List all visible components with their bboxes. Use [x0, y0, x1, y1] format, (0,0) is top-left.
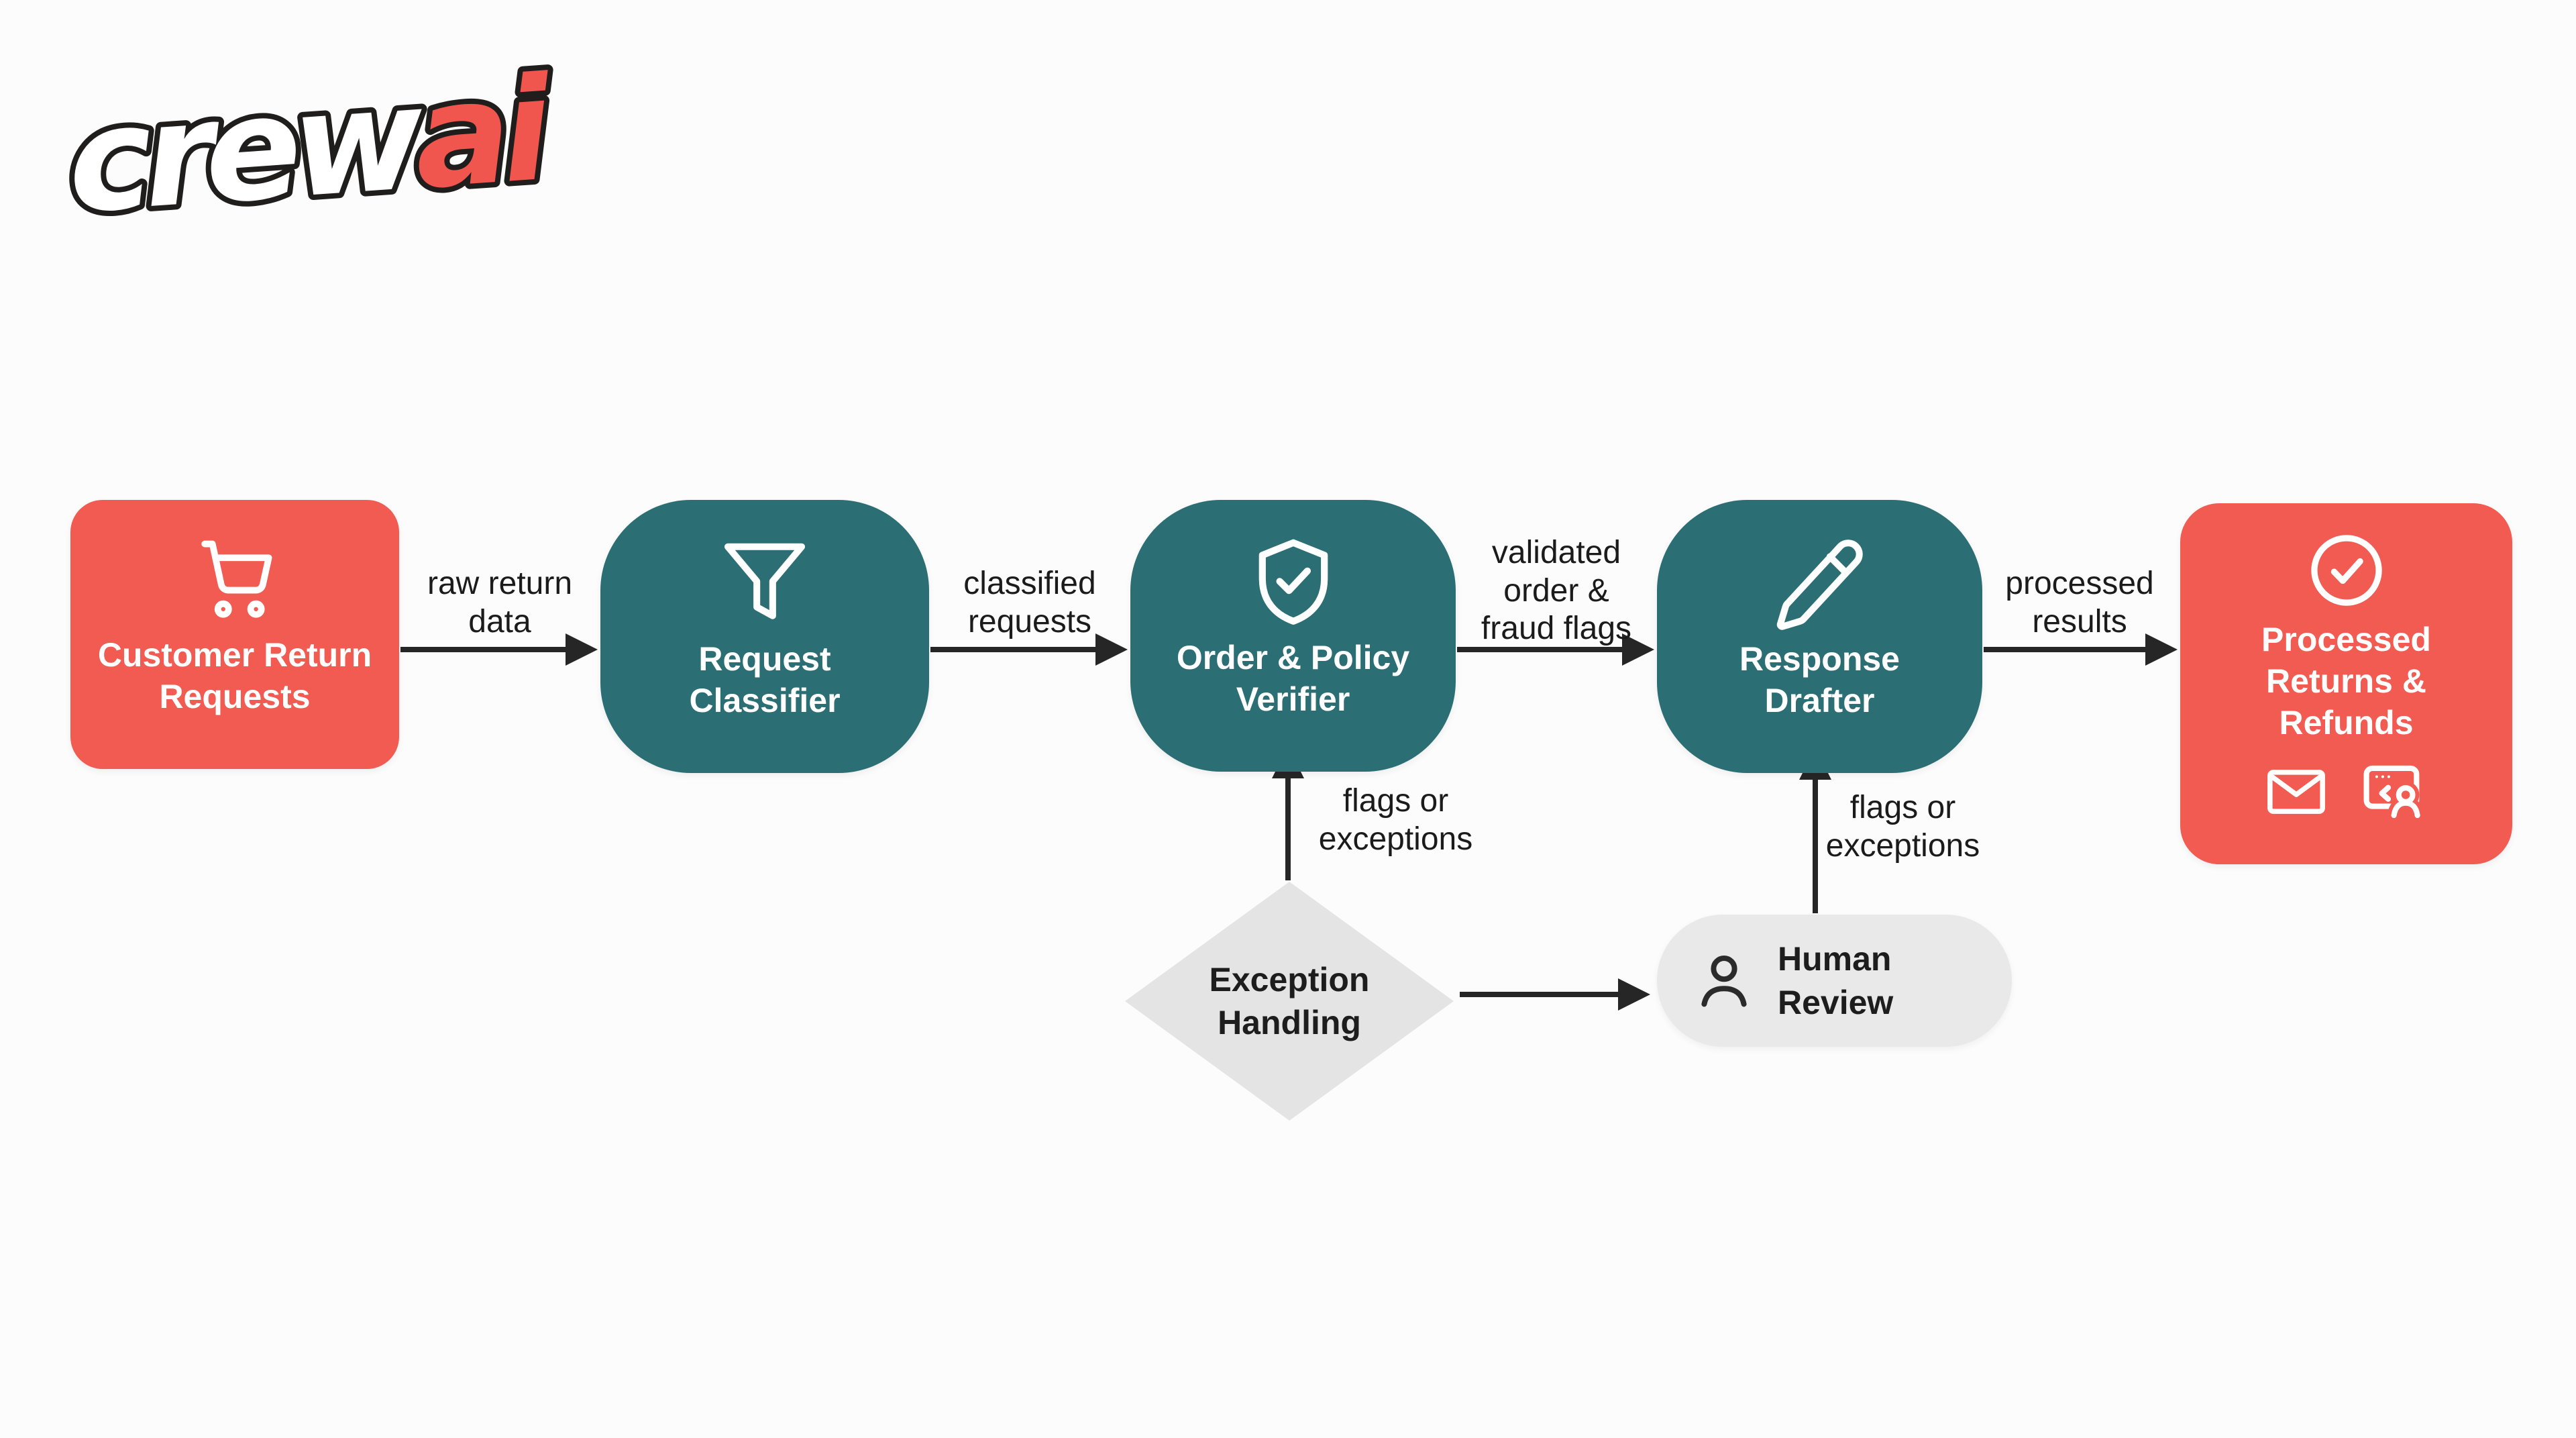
pencil-icon [1776, 540, 1863, 630]
logo-text: crewai [62, 46, 558, 236]
edge-label-processed-results: processed results [2005, 566, 2154, 639]
output-icons-row [2263, 756, 2430, 828]
envelope-icon [2267, 770, 2325, 814]
shopping-cart-icon [201, 540, 272, 618]
logo-crew: crew [62, 55, 430, 236]
diamond-shape [1125, 882, 1454, 1121]
node-human-review: Human Review [1657, 915, 2012, 1047]
node-label: Order & Policy Verifier [1176, 639, 1410, 718]
node-order-policy-verifier: Order & Policy Verifier [1130, 500, 1456, 772]
edge-label-validated-order-fraud-flags: validated order & fraud flags [1481, 535, 1632, 647]
node-response-drafter: Response Drafter [1657, 500, 1982, 773]
edge-label-raw-return-data: raw return data [427, 566, 573, 639]
logo-ai: ai [409, 46, 558, 221]
node-label: Customer Return Requests [97, 636, 372, 715]
check-circle-icon [2310, 535, 2382, 606]
human-review-label: Human Review [1778, 939, 1894, 1021]
node-request-classifier: Request Classifier [600, 500, 929, 773]
crewai-logo: crewai [57, 40, 564, 236]
person-icon [1701, 955, 1747, 1007]
shield-check-icon [1258, 539, 1328, 625]
node-customer-return-requests: Customer Return Requests [70, 500, 399, 769]
node-label: Request Classifier [689, 640, 841, 719]
edge-label-flags-or-exceptions-right: flags or exceptions [1825, 790, 1980, 864]
exception-handling-label: Exception Handling [1209, 961, 1370, 1041]
browser-user-icon [2363, 765, 2424, 822]
edge-label-classified-requests: classified requests [963, 566, 1096, 639]
funnel-icon [724, 543, 806, 619]
node-processed-returns-refunds: Processed Returns & Refunds [2180, 503, 2512, 864]
node-label: Response Drafter [1739, 640, 1900, 719]
node-label: Processed Returns & Refunds [2261, 621, 2431, 741]
edge-label-flags-or-exceptions-left: flags or exceptions [1318, 783, 1473, 857]
node-exception-handling [1125, 882, 1454, 1121]
